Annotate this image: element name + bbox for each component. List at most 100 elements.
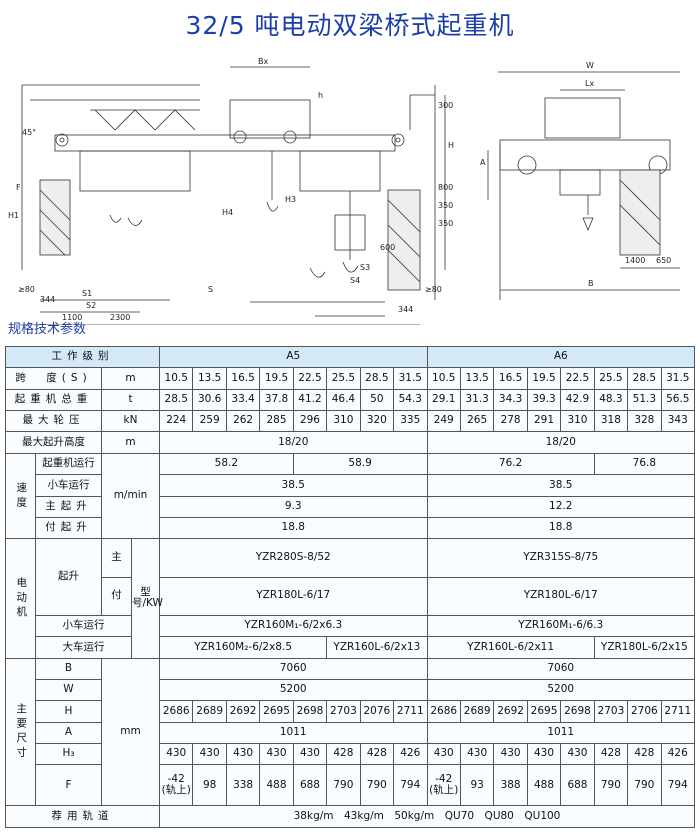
motor-trolley-a6: YZR160M₁-6/6.3 (426, 614, 695, 638)
label-s: S (208, 285, 213, 294)
h3-label: H₃ (35, 743, 102, 766)
h3-a5-cell: 430 (259, 743, 294, 766)
h-a6-cell: 2711 (660, 700, 696, 723)
f-label: F (35, 764, 102, 807)
h3-a6-cell: 430 (560, 743, 595, 766)
crane-travel-a6-cell: 76.8 (593, 452, 696, 476)
wheel-a5-cell: 320 (359, 410, 395, 433)
f-a6-cell: 388 (493, 764, 528, 807)
h-a5-cell: 2711 (393, 700, 428, 723)
table-row: 小车运行 YZR160M₁-6/2x6.3 YZR160M₁-6/6.3 (5, 614, 695, 638)
rail-label: 荐用轨道 (5, 805, 160, 828)
weight-a5-cell: 54.3 (393, 388, 428, 412)
h3-a6-cell: 428 (593, 743, 629, 766)
h-a5-cell: 2686 (158, 700, 194, 723)
table-row: 付 YZR180L-6/17 YZR180L-6/17 (5, 576, 695, 616)
a-label: A (35, 721, 102, 745)
h3-a6-cell: 430 (426, 743, 461, 766)
label-350a: 350 (438, 201, 453, 210)
h-a6-cell: 2698 (560, 700, 595, 723)
aux-hoist-label: 付起升 (35, 516, 102, 540)
wheel-a6-cell: 318 (593, 410, 629, 433)
h3-a6-cell: 426 (660, 743, 696, 766)
weight-a5-cell: 50 (359, 388, 395, 412)
label-w: W (586, 61, 594, 70)
label-gt80b: ≥80 (425, 285, 442, 294)
span-a6-cell: 31.5 (660, 367, 696, 390)
h-a5-cell: 2698 (292, 700, 328, 723)
motor-crane-a6-cell: YZR160L-6/2x11 (426, 636, 595, 659)
label-600: 600 (380, 243, 395, 252)
h-a5-cell: 2689 (192, 700, 227, 723)
h3-a5-cell: 426 (393, 743, 428, 766)
main-girder (54, 99, 405, 192)
motor-group-label: 电动机 (5, 538, 36, 659)
h3-a5-cell: 430 (158, 743, 194, 766)
h-a6-cell: 2706 (627, 700, 662, 723)
hook-group (109, 151, 366, 278)
lift-height-a5: 18/20 (159, 431, 428, 454)
drawing-label-set: Bx h 300 45° H F H1 H4 H3 800 350 350 S1… (8, 57, 671, 322)
f-a5-cell: 790 (359, 764, 395, 807)
span-a5-cell: 25.5 (326, 367, 361, 390)
wheel-a6-cell: 291 (526, 410, 562, 433)
a6-header: A6 (426, 345, 695, 369)
f-a5-cell: 98 (192, 764, 227, 807)
span-a6-cell: 25.5 (593, 367, 629, 390)
motor-crane-a5-cell: YZR160L-6/2x13 (326, 636, 428, 659)
crane-travel-label: 起重机运行 (35, 452, 102, 476)
right-wall (387, 85, 436, 300)
span-a5-cell: 10.5 (158, 367, 194, 390)
main-hoist-label: 主起升 (35, 495, 102, 518)
f-a6-first-note: (轨上) (429, 784, 459, 797)
wheel-a5-cell: 262 (225, 410, 261, 433)
span-a6-cell: 19.5 (526, 367, 562, 390)
label-344a: 344 (40, 295, 55, 304)
weight-a5-cell: 30.6 (192, 388, 227, 412)
weight-a6-cell: 51.3 (627, 388, 662, 412)
f-a5-cell: 794 (393, 764, 428, 807)
label-350b: 350 (438, 219, 453, 228)
b-a6: 7060 (426, 657, 695, 680)
weight-a6-cell: 31.3 (459, 388, 495, 412)
weight-a6-cell: 29.1 (426, 388, 461, 412)
wheel-a5-cell: 335 (393, 410, 428, 433)
f-a6-first-value: -42 (435, 772, 453, 785)
page-title: 32/5 吨电动双梁桥式起重机 (185, 11, 515, 40)
label-h4: H4 (222, 208, 233, 217)
lift-height-a6: 18/20 (426, 431, 695, 454)
h-a6-cell: 2695 (526, 700, 562, 723)
h3-a5-cell: 430 (192, 743, 227, 766)
w-label: W (35, 678, 102, 702)
wheel-unit: kN (101, 410, 160, 433)
wheel-a6-cell: 278 (493, 410, 528, 433)
label-300: 300 (438, 101, 453, 110)
h-a5-cell: 2695 (259, 700, 294, 723)
weight-a6-cell: 42.9 (560, 388, 595, 412)
dims-unit: mm (101, 657, 160, 807)
span-a5-cell: 16.5 (225, 367, 261, 390)
span-a6-cell: 10.5 (426, 367, 461, 390)
table-row: 主起升 9.3 12.2 (5, 495, 695, 518)
span-a6-cell: 22.5 (560, 367, 595, 390)
label-h3: H3 (285, 195, 296, 204)
spec-table: 工作级别 A5 A6 跨 度(S) m 10.5 13.5 16.5 19.5 … (5, 345, 696, 828)
label-f: F (16, 183, 21, 192)
label-s1: S1 (82, 289, 92, 298)
wheel-a6-cell: 343 (660, 410, 696, 433)
b-a5: 7060 (159, 657, 428, 680)
main-hoist-a5: 9.3 (159, 495, 428, 518)
crane-travel-a6-cell: 76.2 (426, 452, 595, 476)
span-a5-cell: 19.5 (259, 367, 294, 390)
h3-a6-cell: 430 (459, 743, 495, 766)
wheel-a5-cell: 296 (292, 410, 328, 433)
weight-a5-cell: 37.8 (259, 388, 294, 412)
crane-travel-a5-cell: 58.9 (292, 452, 428, 476)
table-row: 速度 起重机运行 m/min 58.2 58.9 76.2 76.8 (5, 452, 696, 540)
table-row: H₃ 430 430 430 430 430 428 428 426 430 4… (5, 743, 696, 766)
label-s4: S4 (350, 276, 360, 285)
motor-trolley-a5: YZR160M₁-6/2x6.3 (159, 614, 428, 638)
h-label: H (35, 700, 102, 723)
weight-a5-cell: 33.4 (225, 388, 261, 412)
aux-hoist-a6: 18.8 (426, 516, 695, 540)
